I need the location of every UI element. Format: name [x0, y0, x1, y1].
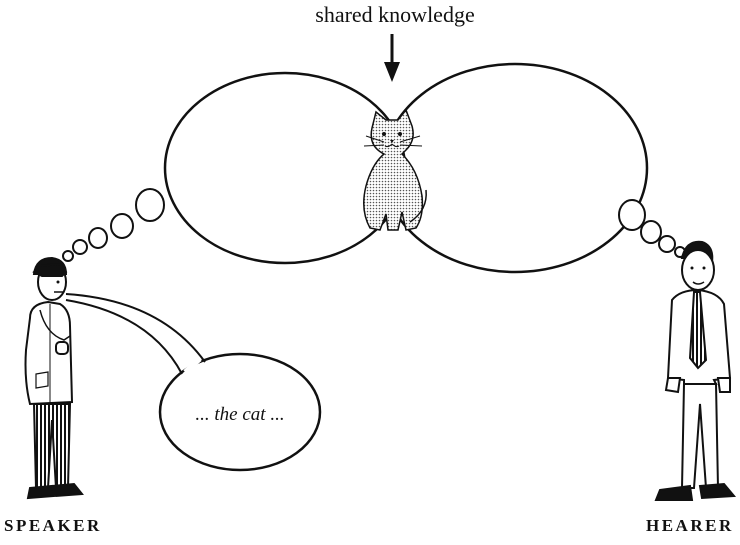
speaker-thought-bubbles: [62, 188, 165, 262]
hearer-figure: [654, 240, 737, 501]
speaker-figure: [24, 256, 84, 500]
hearer-label: HEARER: [646, 516, 734, 535]
hearer-thought-bubbles: [618, 199, 686, 258]
speech-bubble: [65, 293, 322, 472]
speech-text: ... the cat ...: [195, 404, 285, 425]
speaker-knowledge-ellipse: [163, 71, 407, 265]
hearer-knowledge-ellipse: [381, 62, 649, 274]
speaker-label: SPEAKER: [4, 516, 102, 535]
shared-knowledge-label: shared knowledge: [315, 2, 475, 27]
cat-illustration: [363, 108, 427, 231]
pointer-arrow: [384, 34, 400, 82]
